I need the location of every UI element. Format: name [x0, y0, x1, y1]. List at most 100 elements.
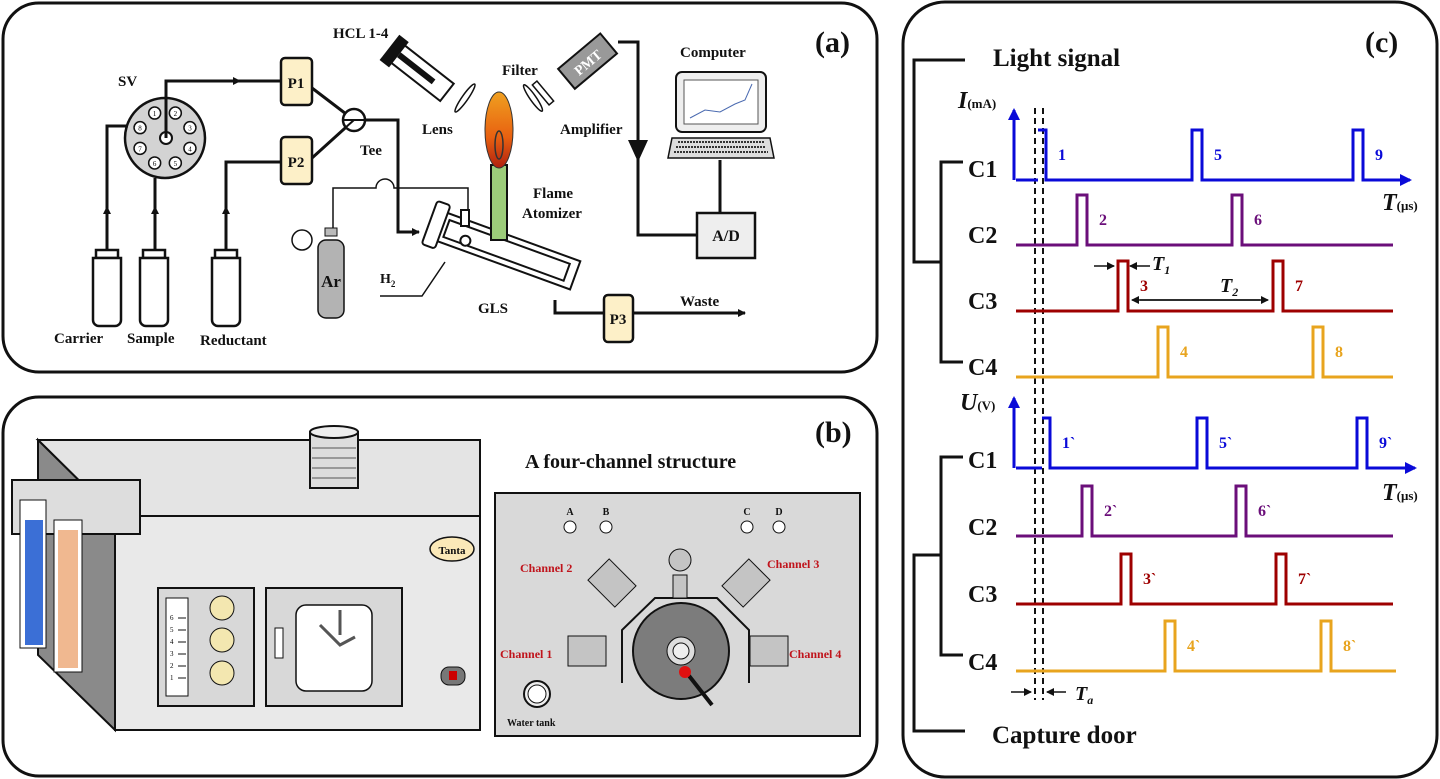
waveform-i-c3 — [1016, 259, 1393, 313]
ad-label: A/D — [712, 228, 740, 245]
pump-p3: P3 — [602, 293, 635, 344]
u-axis-label: U(V) — [960, 390, 995, 416]
waste-label: Waste — [680, 294, 720, 310]
port-icon — [563, 520, 577, 534]
sv-port-label: 4 — [188, 145, 192, 153]
scale-mark: 6 — [170, 614, 174, 622]
p1-label: P1 — [288, 76, 305, 92]
pulse-label: 1` — [1062, 435, 1075, 452]
panel-c-frame — [901, 0, 1439, 779]
panel-c: (c) Light signal Capture door C1C2C3C4C1… — [901, 0, 1439, 779]
channel-4-label: Channel 4 — [789, 647, 841, 661]
channel-1-module — [567, 635, 607, 667]
reductant-label: Reductant — [200, 333, 267, 349]
sv-port-label: 5 — [174, 160, 178, 168]
atomizer-label: Atomizer — [522, 206, 582, 222]
waveform-i-c4 — [1016, 325, 1393, 379]
scale-mark: 2 — [170, 662, 174, 670]
panel-b-title: A four-channel structure — [525, 451, 736, 473]
pulse-label: 5 — [1214, 147, 1222, 164]
pulse-label: 3` — [1143, 571, 1156, 588]
channel-4-module — [749, 635, 789, 667]
filter-label: Filter — [502, 63, 538, 79]
waveform-u-c4 — [1016, 619, 1396, 673]
channel-3-module — [721, 558, 771, 608]
panel-c-tag: (c) — [1365, 26, 1398, 59]
sv-label: SV — [118, 74, 137, 90]
channel-label: C1 — [968, 157, 997, 183]
amplifier-icon — [628, 140, 648, 162]
sv-port-label: 8 — [138, 125, 142, 133]
pump-p2: P2 — [279, 135, 314, 186]
panel-a-tag: (a) — [815, 26, 850, 59]
waveform-i-c1 — [1016, 128, 1410, 180]
t1-label: T1 — [1152, 253, 1170, 277]
channel-label: C1 — [968, 448, 997, 474]
capture-door-label: Capture door — [992, 722, 1137, 749]
channel-label: C2 — [968, 515, 997, 541]
sv-port — [183, 120, 197, 135]
channel-2-label: Channel 2 — [520, 561, 572, 575]
sv-port-label: 3 — [188, 125, 192, 133]
ad-converter — [695, 211, 757, 260]
tee-label: Tee — [360, 143, 382, 159]
amplifier-label: Amplifier — [560, 122, 623, 138]
panel-b: (b) A four-channel structure Tanta 65432… — [1, 395, 879, 778]
ta-label: Ta — [1075, 683, 1093, 707]
sv-port — [168, 106, 183, 120]
hcl-label: HCL 1-4 — [333, 26, 389, 42]
channel-3-label: Channel 3 — [767, 557, 819, 571]
channel-label: C4 — [968, 650, 997, 676]
capture-window-lines — [1034, 108, 1044, 700]
light-signal-label: Light signal — [993, 45, 1120, 72]
sv-port-label: 2 — [174, 110, 178, 118]
pulse-label: 2 — [1099, 212, 1107, 229]
channel-label: C3 — [968, 289, 997, 315]
pulse-label: 5` — [1219, 435, 1232, 452]
sv-port-label: 1 — [153, 110, 157, 118]
hollow-cathode-lamp — [379, 34, 456, 103]
lens-icon — [454, 83, 476, 113]
panel-b-tag: (b) — [815, 416, 852, 449]
channel-2-module — [587, 558, 637, 608]
sv-port — [168, 156, 183, 170]
computer-icon — [667, 71, 775, 159]
water-tank-label: Water tank — [507, 718, 556, 729]
gas-liquid-separator — [421, 200, 582, 291]
pump-p1: P1 — [279, 56, 314, 107]
port-label: D — [775, 507, 782, 518]
channel-label: C4 — [968, 355, 997, 381]
channel-label: C2 — [968, 223, 997, 249]
t2-label: T2 — [1220, 275, 1238, 299]
brand-label: Tanta — [438, 545, 466, 557]
scale-mark: 3 — [170, 650, 174, 658]
port-icon — [740, 520, 754, 534]
pulse-label: 8 — [1335, 344, 1343, 361]
waveform-u-c1 — [1016, 416, 1415, 468]
pmt-detector: PMT — [556, 32, 619, 91]
channel-label: C3 — [968, 582, 997, 608]
filter-icon — [522, 84, 544, 112]
pulse-label: 7 — [1295, 278, 1303, 295]
pulse-label: 4 — [1180, 344, 1188, 361]
sv-port-label: 7 — [138, 145, 142, 153]
sv-port — [147, 156, 162, 170]
pulse-label: 8` — [1343, 638, 1356, 655]
scale-mark: 1 — [170, 674, 174, 682]
channel-1-label: Channel 1 — [500, 647, 552, 661]
port-icon — [772, 520, 786, 534]
pulse-label: 9` — [1379, 435, 1392, 452]
flame-atomizer — [484, 91, 514, 241]
port-icon — [599, 520, 613, 534]
pulse-label: 9 — [1375, 147, 1383, 164]
lens-label: Lens — [422, 122, 453, 138]
pulse-label: 6` — [1258, 503, 1271, 520]
t-axis-label-top: T(μs) — [1382, 190, 1418, 216]
sample-label: Sample — [127, 331, 175, 347]
scale-mark: 5 — [170, 626, 174, 634]
sv-port — [147, 106, 162, 120]
pulse-label: 7` — [1298, 571, 1311, 588]
sv-port-label: 6 — [153, 160, 157, 168]
